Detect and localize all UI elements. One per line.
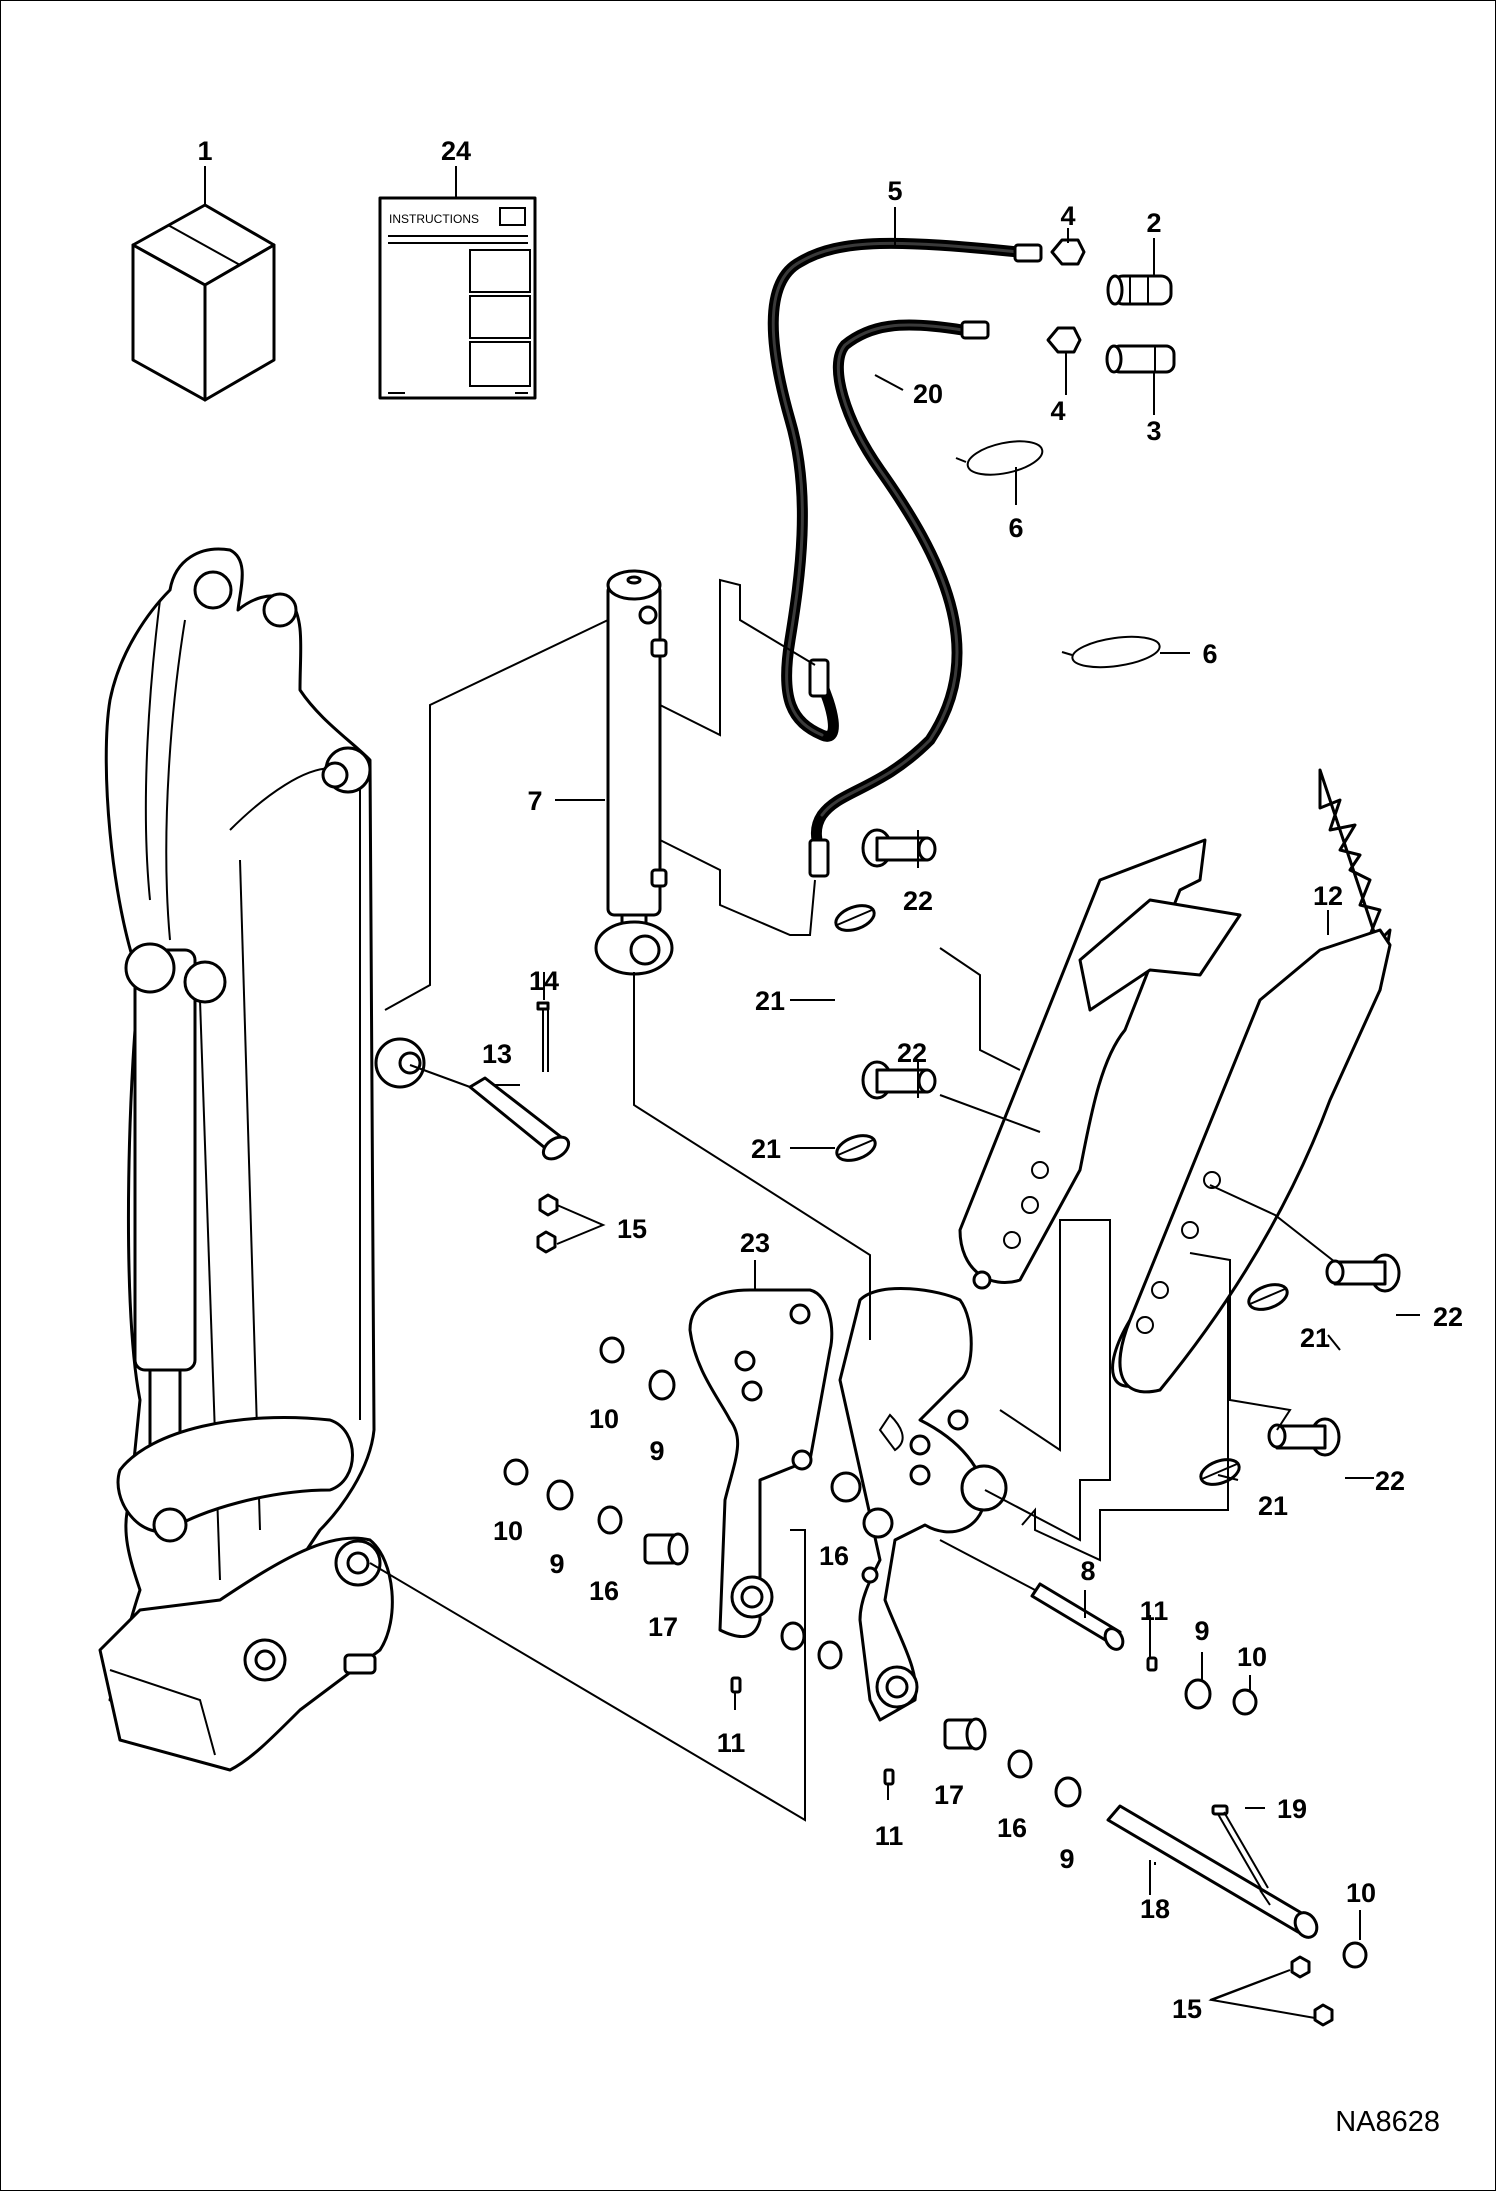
callout-11-b: 11 (1140, 1596, 1169, 1626)
pin-18 (1106, 1804, 1319, 1939)
callout-18: 18 (1140, 1894, 1170, 1924)
pin-13 (468, 1076, 571, 1161)
callout-9-b: 9 (549, 1549, 564, 1579)
excavator-boom (98, 547, 394, 1772)
callout-10-a: 10 (589, 1404, 619, 1434)
instruction-sheet: INSTRUCTIONS (378, 196, 537, 400)
callout-19: 19 (1277, 1794, 1307, 1824)
callout-11-a: 11 (717, 1728, 746, 1758)
callout-17-b: 17 (934, 1780, 964, 1810)
adapter-fitting-upper (1050, 238, 1086, 266)
bushing-17-b (943, 1717, 987, 1751)
cable-tie-lower (1061, 635, 1161, 669)
washer-9-d (1054, 1776, 1082, 1808)
drawing-number: NA8628 (1335, 2106, 1440, 2138)
lock-clip-21-c (1247, 1283, 1289, 1311)
seal-16-c (817, 1640, 843, 1670)
callout-4-upper: 4 (1060, 201, 1075, 231)
callout-16-a: 16 (589, 1576, 619, 1606)
mounting-bracket (688, 1287, 1008, 1722)
callout-2: 2 (1146, 208, 1161, 238)
hydraulic-hoses (767, 237, 1024, 856)
callout-16-b: 16 (819, 1541, 849, 1571)
callout-14: 14 (529, 966, 559, 996)
bolt-19 (1211, 1804, 1269, 1891)
alignment-lines (369, 578, 1336, 1906)
callout-10-b: 10 (493, 1516, 523, 1546)
callout-21-b: 21 (751, 1134, 781, 1164)
retaining-ring-10-b (503, 1458, 529, 1486)
clamp (958, 768, 1392, 1394)
grease-fitting-11-a (730, 1676, 742, 1694)
callout-7: 7 (527, 786, 542, 816)
callout-9-c: 9 (1194, 1616, 1209, 1646)
callout-5: 5 (887, 176, 902, 206)
callout-8: 8 (1080, 1556, 1095, 1586)
callout-3: 3 (1146, 416, 1161, 446)
callout-21-a: 21 (755, 986, 785, 1016)
callout-22-d: 22 (1375, 1466, 1405, 1496)
callout-leaders (204, 166, 1420, 2019)
callout-13: 13 (482, 1039, 512, 1069)
callout-9-d: 9 (1059, 1844, 1074, 1874)
nuts-15-lower (1290, 1955, 1334, 2027)
callout-1: 1 (197, 136, 212, 166)
callout-21-d: 21 (1258, 1491, 1288, 1521)
callout-23: 23 (740, 1228, 770, 1258)
instruction-sheet-title: INSTRUCTIONS (389, 212, 479, 226)
coupler-male (1105, 344, 1176, 374)
callout-22-c: 22 (1433, 1302, 1463, 1332)
callout-labels: 1 24 5 4 2 20 4 3 6 6 7 12 22 21 22 21 1… (197, 136, 1463, 2024)
callout-10-d: 10 (1346, 1878, 1376, 1908)
bolt-14 (536, 1001, 550, 1072)
washer-9-c (1184, 1678, 1212, 1710)
nuts-15-upper (536, 1193, 559, 1254)
callout-16-c: 16 (997, 1813, 1027, 1843)
coupler-female (1106, 274, 1173, 306)
callout-4-lower: 4 (1050, 396, 1065, 426)
boom-pivot-bushing (374, 1037, 426, 1089)
lock-clip-21-b (835, 1134, 877, 1162)
grease-fitting-11-c (883, 1768, 895, 1786)
hydraulic-cylinder (594, 569, 674, 976)
washer-9-a (648, 1369, 676, 1401)
callout-24: 24 (441, 136, 471, 166)
seal-16-a (597, 1505, 623, 1535)
callout-20: 20 (913, 379, 943, 409)
callout-15-upper: 15 (617, 1214, 647, 1244)
callout-17-a: 17 (648, 1612, 678, 1642)
callout-6-lower: 6 (1202, 639, 1217, 669)
callout-6-upper: 6 (1008, 513, 1023, 543)
retaining-ring-10-d (1342, 1941, 1368, 1969)
lock-clip-21-d (1199, 1458, 1241, 1486)
callout-22-b: 22 (897, 1038, 927, 1068)
pin-8 (1030, 1582, 1125, 1651)
pin-22-d (1267, 1417, 1341, 1457)
callout-21-c: 21 (1300, 1323, 1330, 1353)
pin-22-a (861, 828, 937, 868)
seal-16-b (780, 1621, 806, 1651)
retaining-ring-10-a (599, 1336, 625, 1364)
washer-9-b (546, 1479, 574, 1511)
bushing-17-a (643, 1532, 689, 1566)
callout-12: 12 (1313, 881, 1343, 911)
hose-ends (808, 243, 1043, 878)
callout-10-c: 10 (1237, 1642, 1267, 1672)
kit-box (131, 203, 276, 402)
seal-16-d (1007, 1749, 1033, 1779)
callout-11-c: 11 (875, 1821, 904, 1851)
callout-9-a: 9 (649, 1436, 664, 1466)
pin-22-c (1325, 1253, 1401, 1293)
callout-22-a: 22 (903, 886, 933, 916)
grease-fitting-11-b (1146, 1656, 1158, 1672)
callout-15-lower: 15 (1172, 1994, 1202, 2024)
pin-22-b (861, 1060, 937, 1100)
adapter-fitting-lower (1046, 326, 1082, 354)
cable-tie-upper (955, 440, 1044, 476)
retaining-ring-10-c (1232, 1688, 1258, 1716)
lock-clip-21-a (834, 904, 876, 932)
